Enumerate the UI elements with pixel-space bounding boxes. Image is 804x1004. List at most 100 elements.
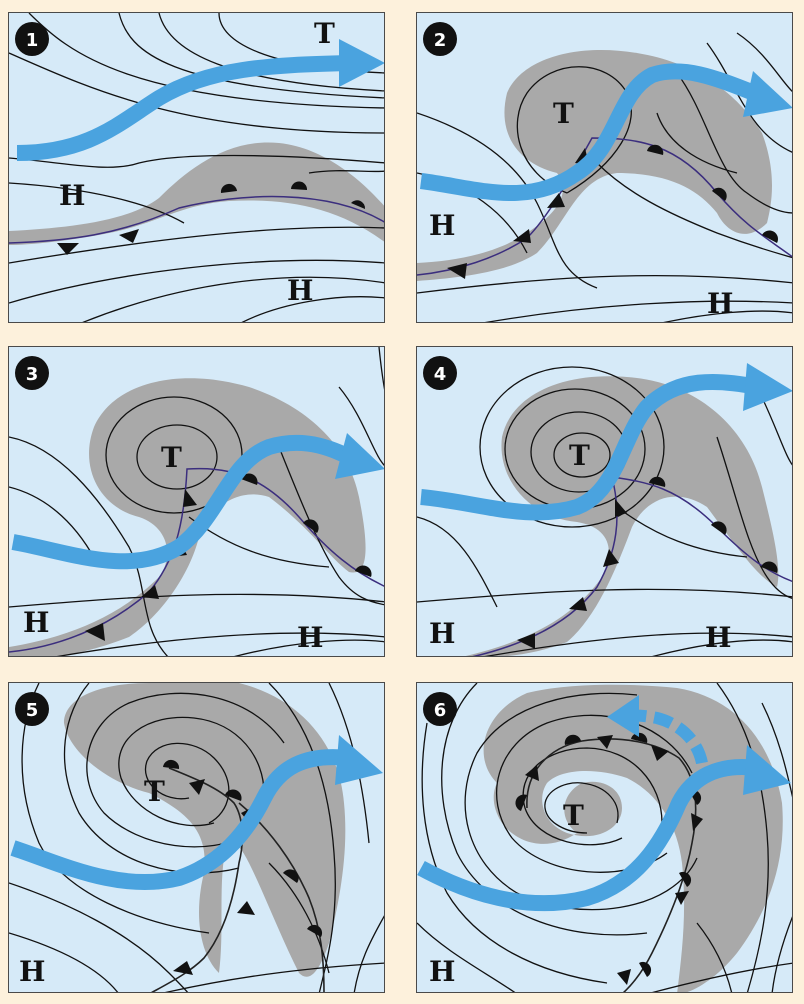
warm-front-semicircles — [163, 759, 323, 937]
isobar — [9, 182, 185, 224]
isobar — [21, 683, 210, 934]
panel-4: T H H 4 — [416, 346, 793, 657]
cold-front-triangle — [57, 243, 79, 255]
warm-front-semicircle — [351, 200, 366, 209]
cold-front-triangle — [513, 229, 531, 243]
high-pressure-label: H — [707, 287, 733, 320]
isobar — [464, 692, 698, 911]
isobar — [86, 692, 285, 848]
isobar — [9, 226, 384, 264]
jet-stream-arrow — [10, 749, 350, 891]
cold-front-triangle — [447, 263, 467, 279]
jet-stream-arrowhead — [335, 433, 384, 479]
cold-front-triangle — [651, 745, 669, 761]
jet-stream-arrowhead — [339, 39, 384, 87]
isobar — [616, 506, 748, 558]
warm-front-semicircle — [712, 187, 727, 201]
cold-front-triangle — [189, 779, 205, 795]
warm-front-semicircle — [225, 789, 242, 801]
low-pressure-label: T — [314, 17, 335, 50]
panel-number-badge — [423, 22, 457, 56]
isobars — [417, 32, 792, 322]
isobar — [656, 112, 738, 174]
cold-front-triangle — [119, 229, 139, 243]
jet-stream-arrowhead — [743, 363, 792, 411]
warm-front-semicircle — [241, 473, 258, 485]
warm-front-semicircle — [307, 924, 323, 937]
isobar — [105, 396, 243, 514]
panel-number: 6 — [434, 700, 447, 721]
jet-stream-arrow — [420, 63, 770, 202]
isobar — [9, 932, 119, 992]
panel-2: T H H 2 — [416, 12, 793, 323]
panel-number-badge — [15, 356, 49, 390]
isobar — [378, 347, 384, 390]
isobar — [9, 436, 169, 656]
isobar — [56, 632, 384, 656]
warm-front-semicircles — [647, 144, 778, 243]
warm-front-semicircle — [649, 476, 666, 487]
isobar — [736, 32, 792, 92]
panel-number: 1 — [26, 30, 39, 51]
isobar — [553, 432, 611, 478]
isobar — [28, 13, 384, 109]
isobar — [268, 862, 330, 974]
warm-front-semicircle — [711, 521, 727, 535]
cold-front-triangle — [517, 633, 535, 649]
cold-front-triangle — [603, 549, 619, 567]
cold-front-triangle — [237, 901, 255, 915]
low-pressure-label: T — [569, 439, 590, 472]
isobar — [544, 782, 619, 834]
isobar — [9, 882, 189, 992]
cloud-band — [64, 683, 346, 977]
jet-stream-arrow — [16, 55, 350, 161]
isobar — [417, 516, 498, 608]
isobar — [417, 588, 792, 603]
jet-stream-arrow — [417, 759, 758, 912]
jet-stream-branch-arrowhead — [607, 695, 639, 737]
panel-3: T H H 3 — [8, 346, 385, 657]
cold-front-triangle — [597, 735, 613, 749]
panel-number: 4 — [434, 364, 447, 385]
cloud-band — [483, 684, 783, 992]
isobar — [663, 310, 792, 322]
panel-number: 5 — [26, 700, 39, 721]
low-pressure-label: T — [563, 799, 584, 832]
panel-number-badge — [423, 356, 457, 390]
isobar — [353, 915, 384, 992]
isobar — [234, 639, 384, 656]
isobar — [118, 716, 265, 827]
cold-front-triangles — [57, 229, 139, 255]
warm-front-semicircle — [761, 561, 778, 573]
isobar — [417, 922, 516, 992]
cold-front-triangle — [525, 765, 539, 781]
isobar — [716, 683, 769, 992]
warm-front-semicircle — [564, 734, 581, 745]
isobar — [417, 112, 598, 289]
isobar — [761, 702, 792, 798]
warm-front-semicircles — [220, 181, 366, 209]
high-pressure-label: H — [705, 621, 731, 654]
high-pressure-label: H — [429, 209, 455, 242]
low-pressure-label: T — [553, 97, 574, 130]
isobar — [82, 276, 384, 322]
panel-number-badge — [423, 692, 457, 726]
warm-front-semicircle — [515, 794, 527, 811]
warm-front-semicircles — [241, 473, 372, 577]
panel-6: T H 6 — [416, 682, 793, 993]
isobar — [9, 154, 384, 168]
warm-front-semicircle — [631, 732, 648, 743]
isobar — [652, 639, 792, 656]
isobar — [164, 962, 384, 992]
cold-front-triangle — [675, 891, 689, 905]
isobar — [479, 366, 665, 528]
high-pressure-label: H — [23, 606, 49, 639]
jet-stream-arrow — [11, 434, 363, 570]
warm-front-semicircles — [515, 732, 702, 977]
isobar — [9, 259, 384, 304]
warm-front-semicircle — [163, 759, 180, 769]
cloud-band — [465, 376, 779, 656]
warm-front-semicircle — [647, 144, 664, 155]
high-pressure-label: H — [287, 274, 313, 307]
isobar — [522, 747, 663, 846]
